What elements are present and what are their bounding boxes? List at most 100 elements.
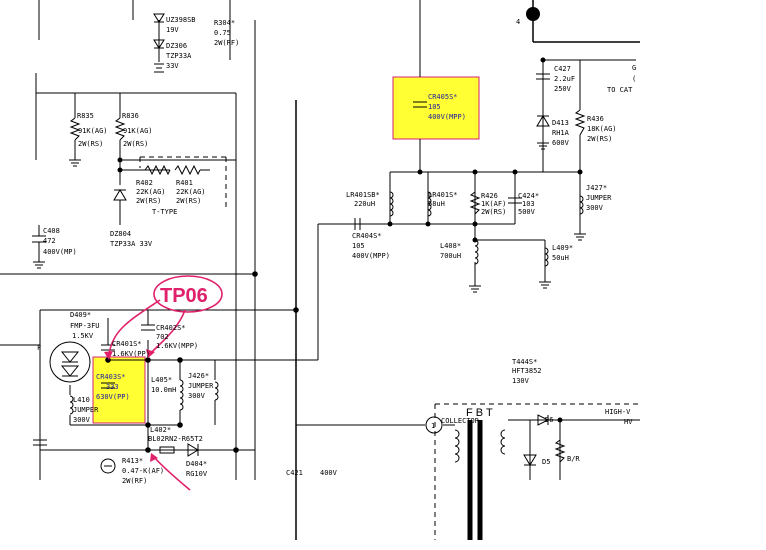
resistor-r426-symbol	[469, 191, 481, 215]
j427-label: J427*	[586, 184, 607, 192]
tp06-label: TP06	[160, 285, 208, 307]
r436-label: R436	[587, 115, 604, 123]
l408-label: L408*	[440, 242, 461, 250]
cr405s-value: 105	[428, 103, 441, 111]
resistor-r436-symbol	[574, 109, 586, 136]
r836-label: R836	[122, 112, 139, 120]
c427-rating: 250V	[554, 85, 572, 93]
cr402s-rating: 1.6KV(MPP)	[156, 342, 198, 350]
d6-label: D6	[545, 416, 553, 424]
r426-value: 1K(AF)	[481, 200, 506, 208]
r426-rating: 2W(RS)	[481, 208, 506, 216]
pin-4-label: 4	[516, 18, 520, 26]
cr403s-label: CR403S*	[96, 373, 126, 381]
r436-value: 18K(AG)	[587, 125, 617, 133]
r436-rating: 2W(RS)	[587, 135, 612, 143]
r401-label: R401	[176, 179, 193, 187]
c421-label: C421	[286, 469, 303, 477]
r426-label: R426	[481, 192, 498, 200]
r413-rating: 2W(RF)	[122, 477, 147, 485]
j426-type: JUMPER	[188, 382, 214, 390]
r835-label: R835	[77, 112, 94, 120]
capacitor-cr405s-symbol	[413, 101, 427, 108]
zener-uz398sb-symbol	[153, 13, 165, 73]
fbt-transformer-symbol	[454, 420, 506, 540]
r836-value: 91K(AG)	[123, 127, 153, 135]
to-cat-label: TO CAT	[607, 86, 633, 94]
d5-label: D5	[542, 458, 550, 466]
cr403s-value: 333	[106, 383, 119, 391]
d409-part: FMP-3FU	[70, 322, 100, 330]
inductor-lr401sb-symbol	[389, 191, 394, 217]
c408-value: 472	[43, 237, 56, 245]
resistor-r402-symbol	[144, 164, 171, 176]
r402-rating: 2W(RS)	[136, 197, 161, 205]
inductor-l408-symbol	[474, 239, 479, 265]
resistor-r835-symbol	[69, 117, 81, 141]
lr401sb-label: LR401SB*	[346, 191, 380, 199]
uz398sb-voltage: 19V	[166, 26, 179, 34]
c427-value: 2.2uF	[554, 75, 575, 83]
connector-4-symbol	[526, 7, 540, 21]
diode-d6-symbol	[537, 414, 550, 426]
capacitor-cr403s-symbol	[101, 382, 115, 389]
inductor-l405-symbol	[179, 379, 184, 411]
r401-rating: 2W(RS)	[176, 197, 201, 205]
r413-label: R413*	[122, 457, 143, 465]
d409-label: D409*	[70, 311, 91, 319]
r835-rating: 2W(RS)	[78, 140, 103, 148]
jumper-j427-symbol	[579, 195, 584, 215]
ground-symbols	[33, 142, 586, 293]
cr405s-label: CR405S*	[428, 93, 458, 101]
dz306-label: DZ306	[166, 42, 187, 50]
capacitor-c408-symbol	[32, 235, 46, 243]
cr401s-label: CR401S*	[112, 340, 142, 348]
r401-value: 22K(AG)	[176, 188, 206, 196]
r835-value: 91K(AG)	[78, 127, 108, 135]
cr402s-label: CR402S*	[156, 324, 186, 332]
l405-value: 10.0mH	[151, 386, 176, 394]
diode-d409-symbol	[49, 341, 91, 383]
resistor-r836-symbol	[114, 117, 126, 141]
r413-value: 0.47-K(AF)	[122, 467, 164, 475]
c408-rating: 400V(MP)	[43, 248, 77, 256]
l405-label: L405*	[151, 376, 172, 384]
cr403s-highlight	[92, 356, 146, 424]
diode-d413-symbol	[536, 115, 550, 127]
c424-label: C424*	[518, 192, 539, 200]
resistor-r413-symbol	[100, 458, 116, 474]
component-labels: UZ398SB 19V DZ306 TZP33A 33V R304* 0.75 …	[37, 16, 636, 485]
dz804-label: DZ804	[110, 230, 131, 238]
junction-dots	[105, 57, 583, 453]
capacitor-cr402s-symbol	[141, 324, 155, 331]
r402-value: 22K(AG)	[136, 188, 166, 196]
capacitor-cr401s-symbol	[101, 344, 115, 351]
resistor-br-symbol	[554, 439, 566, 463]
lr401sb-value: 220uH	[354, 200, 375, 208]
j426-label: J426*	[188, 372, 209, 380]
cr404s-value: 105	[352, 242, 365, 250]
j427-type: JUMPER	[586, 194, 612, 202]
d413-part: RH1A	[552, 129, 570, 137]
zener-dz804-symbol	[113, 189, 127, 201]
bead-l402-symbol	[159, 446, 175, 454]
diode-d404-symbol	[187, 443, 199, 457]
j427-rating: 300V	[586, 204, 604, 212]
d404-part: RG10V	[186, 470, 208, 478]
l410-rating: 300V	[73, 416, 91, 424]
cr401s-rating: 1.6KV(PP)	[112, 350, 150, 358]
f-label: F	[37, 344, 41, 352]
c427-label: C427	[554, 65, 571, 73]
r402-label: R402	[136, 179, 153, 187]
dz306-part: TZP33A	[166, 52, 192, 60]
r836-rating: 2W(RS)	[123, 140, 148, 148]
jumper-l410-symbol	[69, 395, 74, 415]
capacitor-cr404s-symbol	[354, 218, 361, 230]
collector-terminal	[425, 416, 443, 434]
c408-label: C408	[43, 227, 60, 235]
j426-rating: 300V	[188, 392, 206, 400]
d413-label: D413	[552, 119, 569, 127]
cr404s-rating: 400V(MPP)	[352, 252, 390, 260]
c424-value: 103	[522, 200, 535, 208]
d413-voltage: 600V	[552, 139, 570, 147]
